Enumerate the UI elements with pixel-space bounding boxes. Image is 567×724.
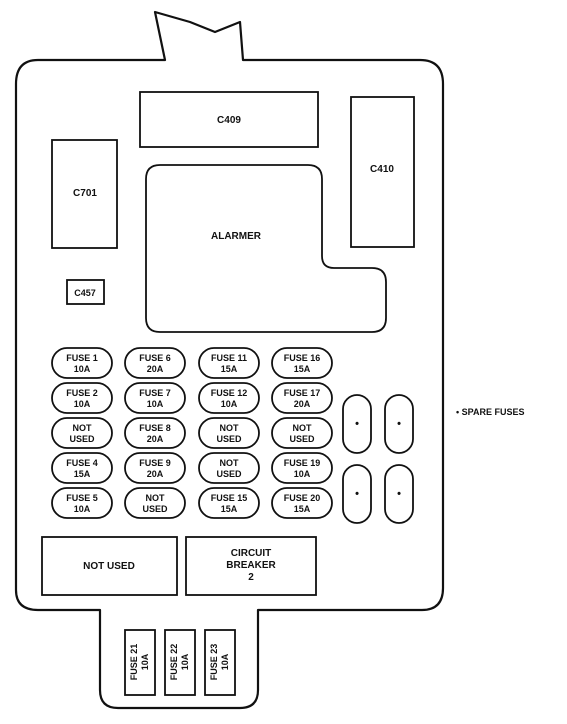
fuse-name: FUSE 8 <box>139 423 171 433</box>
bottom-fuse-name: FUSE 23 <box>209 644 219 681</box>
fuse-rating: USED <box>216 434 242 444</box>
connector-c457-label: C457 <box>74 288 96 298</box>
bottom-fuse-name: FUSE 21 <box>129 644 139 681</box>
spare-fuses-label: • SPARE FUSES <box>456 407 525 417</box>
fuse-name: NOT <box>220 458 240 468</box>
bottom-fuse: FUSE 22 10A <box>164 629 196 696</box>
not-used-box-label: NOT USED <box>83 561 135 572</box>
fuse-name: FUSE 5 <box>66 493 98 503</box>
fuse-rating: 10A <box>147 399 164 409</box>
fuse-name: NOT <box>146 493 166 503</box>
spare-fuse: • <box>384 464 414 524</box>
fuse-rating: USED <box>142 504 168 514</box>
fuse-rating: 15A <box>74 469 91 479</box>
connector-c701: C701 <box>51 139 118 249</box>
fuse-name: FUSE 9 <box>139 458 171 468</box>
fuse-rating: USED <box>289 434 315 444</box>
connector-c701-label: C701 <box>73 188 97 199</box>
fuse-name: NOT <box>293 423 313 433</box>
fuse-name: FUSE 6 <box>139 353 171 363</box>
fuse-rating: USED <box>216 469 242 479</box>
spare-fuses: • • • • <box>342 394 414 524</box>
spare-fuse: • <box>384 394 414 454</box>
alarmer-label: ALARMER <box>211 231 262 242</box>
bottom-fuse-rating: 10A <box>140 653 150 670</box>
fuse-rating: 10A <box>74 504 91 514</box>
fuse-rating: 20A <box>147 469 164 479</box>
fuse-rating: 10A <box>221 399 238 409</box>
bottom-fuse: FUSE 21 10A <box>124 629 156 696</box>
connector-c410-label: C410 <box>370 164 394 175</box>
fuse-rating: 20A <box>147 434 164 444</box>
fuse-name: FUSE 7 <box>139 388 171 398</box>
spare-fuse: • <box>342 464 372 524</box>
fuse-rating: 10A <box>74 364 91 374</box>
not-used-box: NOT USED <box>41 536 178 596</box>
fuse-rating: 15A <box>221 504 238 514</box>
circuit-breaker-line-1: CIRCUIT <box>231 548 272 559</box>
fuse-name: FUSE 17 <box>284 388 321 398</box>
connector-c457: C457 <box>66 279 105 305</box>
spare-marker: • <box>397 418 401 430</box>
circuit-breaker-line-3: 2 <box>248 572 254 583</box>
fuse-rating: 20A <box>147 364 164 374</box>
fuse-rating: 15A <box>294 364 311 374</box>
connector-c409-label: C409 <box>217 115 241 126</box>
fuse-name: FUSE 1 <box>66 353 98 363</box>
fuse-name: FUSE 2 <box>66 388 98 398</box>
circuit-breaker-2: CIRCUIT BREAKER 2 <box>185 536 317 596</box>
fuse-rating: 20A <box>294 399 311 409</box>
connector-c409: C409 <box>139 91 319 148</box>
bottom-fuse-rating: 10A <box>220 653 230 670</box>
fuse-rating: 10A <box>74 399 91 409</box>
fuse-name: FUSE 16 <box>284 353 321 363</box>
fuse-rating: USED <box>69 434 95 444</box>
alarmer-module: ALARMER <box>145 164 387 333</box>
bottom-fuse: FUSE 23 10A <box>204 629 236 696</box>
fuse-rating: 15A <box>294 504 311 514</box>
fuse-name: FUSE 15 <box>211 493 248 503</box>
fuse-name: FUSE 19 <box>284 458 321 468</box>
fuse-name: FUSE 11 <box>211 353 247 363</box>
bottom-fuse-rating: 10A <box>180 653 190 670</box>
fuse-name: NOT <box>220 423 240 433</box>
bottom-fuse-name: FUSE 22 <box>169 644 179 681</box>
fuse-name: FUSE 4 <box>66 458 98 468</box>
fuse-name: FUSE 20 <box>284 493 321 503</box>
fuse-rating: 15A <box>221 364 238 374</box>
spare-fuse: • <box>342 394 372 454</box>
circuit-breaker-line-2: BREAKER <box>226 560 276 571</box>
fuse-rating: 10A <box>294 469 311 479</box>
connector-c410: C410 <box>350 96 415 248</box>
spare-marker: • <box>355 418 359 430</box>
fuse-name: FUSE 12 <box>211 388 248 398</box>
spare-marker: • <box>397 488 401 500</box>
fuse-name: NOT <box>73 423 93 433</box>
spare-marker: • <box>355 488 359 500</box>
